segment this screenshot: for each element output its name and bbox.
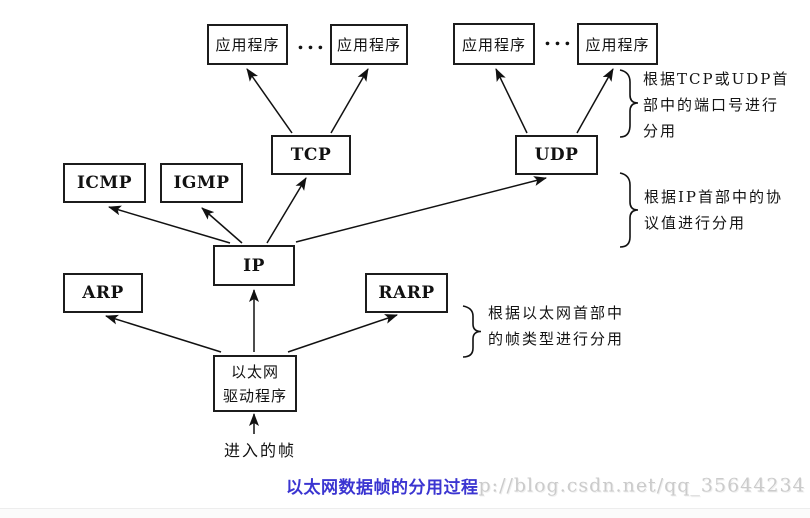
caption-title: 以太网数据帧的分用过程 — [286, 478, 479, 498]
box-ip: IP — [213, 245, 295, 286]
watermark-text: p://blog.csdn.net/qq_35644234 — [478, 474, 806, 497]
arrow-udp-to-app3 — [495, 68, 528, 134]
annotation-frame-type: 根据以太网首部中 的帧类型进行分用 — [488, 304, 625, 348]
arrow-ip-to-tcp — [266, 177, 307, 244]
box-tcp: TCP — [271, 135, 351, 175]
arrow-ip-to-udp — [295, 176, 547, 243]
box-icmp: ICMP — [63, 163, 146, 203]
arrow-ip-to-igmp — [201, 207, 243, 244]
arrow-driver-to-rarp — [287, 314, 398, 353]
box-tcp-label: TCP — [290, 145, 332, 165]
box-udp: UDP — [515, 135, 598, 175]
bottom-divider — [0, 508, 810, 518]
box-rarp-label: RARP — [378, 283, 435, 303]
incoming-frame-label: 进入的帧 — [224, 441, 297, 460]
ellipsis-right: ... — [544, 26, 574, 50]
box-icmp-label: ICMP — [76, 173, 133, 193]
caption-row: 以太网数据帧的分用过程p://blog.csdn.net/qq_35644234 — [286, 473, 806, 499]
box-arp-label: ARP — [82, 283, 124, 303]
box-application-3: 应用程序 — [453, 23, 535, 65]
box-application-1-label: 应用程序 — [215, 36, 280, 54]
box-application-1: 应用程序 — [207, 24, 288, 65]
ellipsis-left: ... — [297, 30, 327, 54]
box-ip-label: IP — [243, 255, 265, 276]
box-igmp: IGMP — [160, 163, 243, 203]
box-rarp: RARP — [365, 273, 448, 313]
box-ethernet-driver-label: 以太网 驱动程序 — [222, 362, 287, 405]
brace-frame-type — [462, 305, 482, 358]
arrow-driver-to-arp — [105, 314, 222, 353]
box-arp: ARP — [63, 273, 143, 313]
box-igmp-label: IGMP — [173, 173, 230, 193]
box-udp-label: UDP — [534, 145, 579, 165]
brace-protocol — [619, 172, 639, 248]
box-application-2: 应用程序 — [330, 24, 408, 65]
arrow-tcp-to-app1 — [246, 68, 293, 134]
arrow-tcp-to-app2 — [330, 68, 369, 134]
box-ethernet-driver: 以太网 驱动程序 — [213, 355, 297, 412]
box-application-4: 应用程序 — [577, 23, 658, 65]
box-application-4-label: 应用程序 — [585, 35, 650, 54]
brace-ports — [619, 69, 639, 138]
box-application-2-label: 应用程序 — [336, 36, 401, 54]
annotation-ports: 根据TCP或UDP首 部中的端口号进行 分用 — [643, 70, 790, 140]
arrow-ip-to-icmp — [108, 205, 231, 244]
arrow-udp-to-app4 — [576, 68, 614, 134]
annotation-protocol: 根据IP首部中的协 议值进行分用 — [644, 188, 784, 232]
box-application-3-label: 应用程序 — [461, 35, 526, 54]
